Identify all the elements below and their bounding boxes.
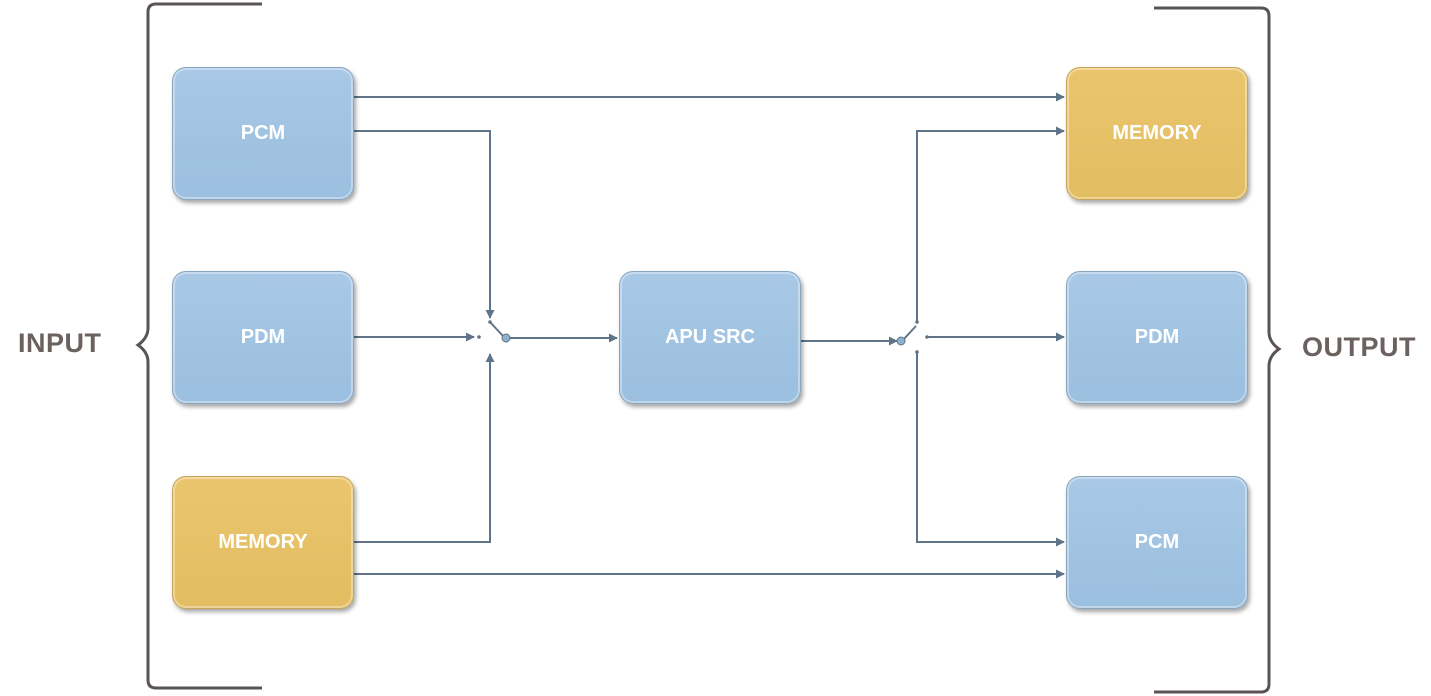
output-memory-box: MEMORY xyxy=(1066,67,1248,200)
output-bracket xyxy=(1154,6,1282,694)
output-switch-blade xyxy=(902,325,917,341)
line-switch-to-memory xyxy=(916,126,1065,322)
input-label: INPUT xyxy=(18,328,102,358)
input-switch-pivot xyxy=(501,333,511,343)
output-label: OUTPUT xyxy=(1302,332,1416,362)
input-pcm-box: PCM xyxy=(172,67,354,200)
input-bracket xyxy=(135,2,262,690)
line-pcm-to-switch xyxy=(354,130,495,319)
line-memory-to-switch xyxy=(354,353,495,543)
output-pdm-box: PDM xyxy=(1066,271,1248,404)
apu-src-box: APU SRC xyxy=(619,271,801,404)
output-pcm-box: PCM xyxy=(1066,476,1248,609)
output-switch-pivot xyxy=(896,336,906,346)
input-memory-box: MEMORY xyxy=(172,476,354,609)
input-switch-blade xyxy=(489,321,504,337)
line-switch-to-pcm xyxy=(916,352,1065,547)
input-pdm-box: PDM xyxy=(172,271,354,404)
